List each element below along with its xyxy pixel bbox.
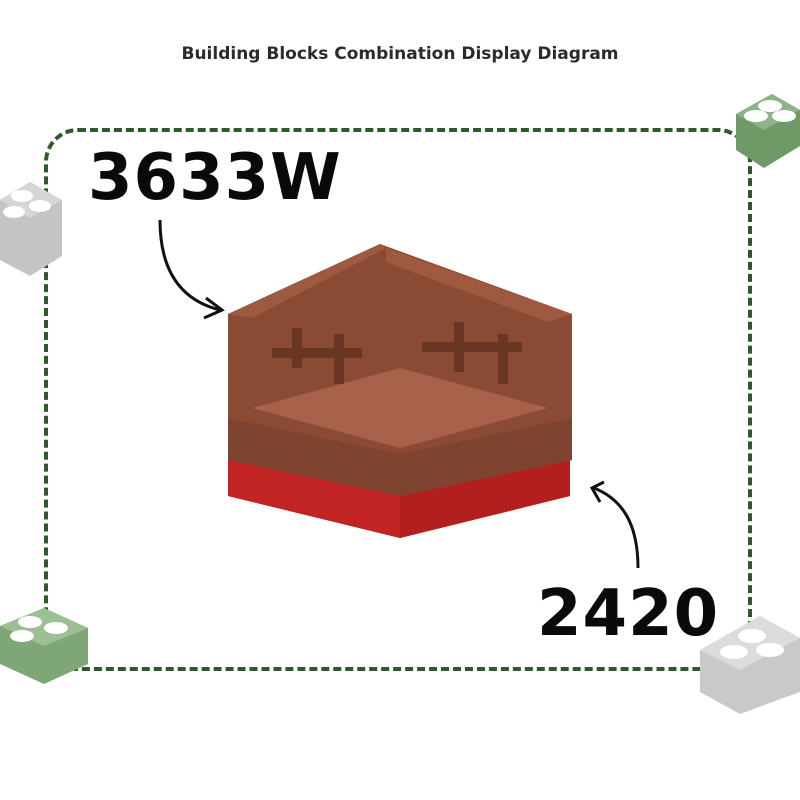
- lego-brick-icon: [0, 608, 88, 684]
- lego-brick-icon: [736, 94, 800, 168]
- lego-brick-icon: [0, 182, 62, 276]
- dashed-frame: [44, 128, 752, 671]
- lego-brick-icon: [700, 616, 800, 714]
- brown-fence-piece: [228, 244, 572, 496]
- diagram-title: Building Blocks Combination Display Diag…: [181, 44, 619, 64]
- part-number-bottom: 2420: [537, 577, 720, 651]
- arrow-icon: [589, 480, 640, 569]
- part-number-top: 3633W: [88, 141, 342, 215]
- arrow-icon: [158, 219, 225, 320]
- building-block-combination: [228, 244, 572, 538]
